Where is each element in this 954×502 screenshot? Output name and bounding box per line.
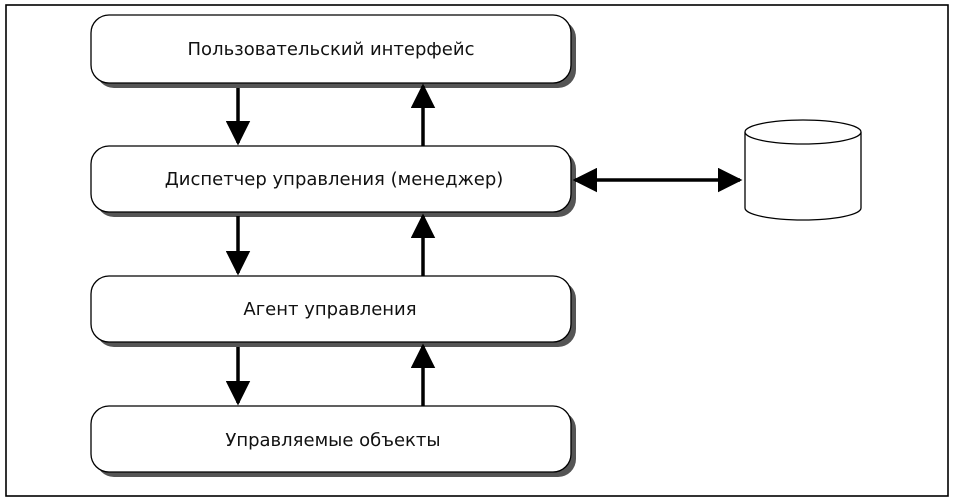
box-managed-objects-label: Управляемые объекты	[225, 430, 440, 451]
box-user-interface: Пользовательский интерфейс	[90, 14, 576, 88]
box-manager: Диспетчер управления (менеджер)	[90, 145, 576, 217]
diagram-frame	[5, 4, 949, 497]
box-manager-label: Диспетчер управления (менеджер)	[165, 169, 504, 190]
box-agent-label: Агент управления	[243, 299, 416, 320]
box-managed-objects: Управляемые объекты	[90, 405, 576, 477]
database-cylinder-icon	[744, 119, 862, 221]
box-user-interface-label: Пользовательский интерфейс	[188, 39, 475, 60]
box-agent: Агент управления	[90, 275, 576, 347]
